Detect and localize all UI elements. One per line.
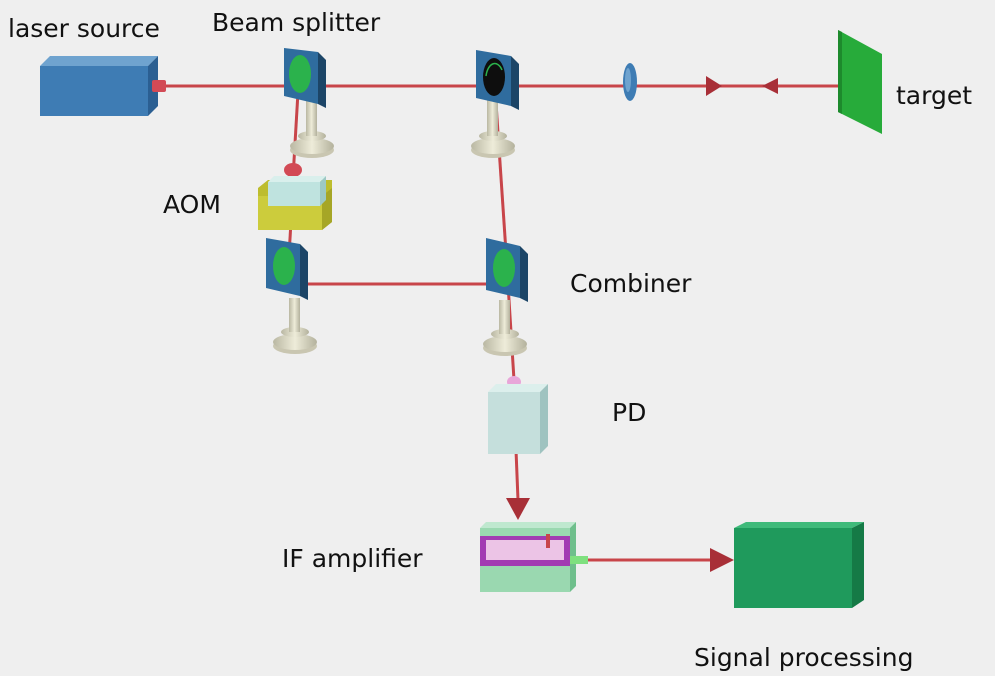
- label-laser-source: laser source: [8, 14, 160, 43]
- lens: [623, 63, 637, 101]
- label-aom: AOM: [163, 190, 221, 219]
- beam-direction-arrows: [706, 76, 778, 96]
- label-signal-processing: Signal processing: [694, 643, 914, 672]
- aom-input-port: [284, 163, 302, 177]
- laser-source: [40, 56, 166, 116]
- label-if-amplifier: IF amplifier: [282, 544, 423, 573]
- label-combiner: Combiner: [570, 269, 692, 298]
- photodetector: [488, 376, 548, 520]
- lower-left-mirror: [266, 238, 317, 354]
- arrow-to-signal-processing: [710, 548, 734, 572]
- laser-aperture: [152, 80, 166, 92]
- aom-device: [258, 163, 332, 230]
- label-pd: PD: [612, 398, 647, 427]
- arrow-returning: [762, 78, 778, 94]
- target-plate: [838, 30, 882, 134]
- if-amplifier: [480, 522, 734, 592]
- label-target: target: [896, 81, 973, 110]
- amplifier-output-port: [570, 556, 588, 564]
- label-beam-splitter: Beam splitter: [212, 8, 381, 37]
- beam-splitter-mirror: [284, 48, 334, 158]
- arrow-outgoing: [706, 76, 722, 96]
- arrow-pd-to-amplifier: [506, 498, 530, 520]
- beam-pd-to-amplifier: [514, 449, 520, 501]
- combiner-mirror: [483, 238, 528, 356]
- signal-processing-unit: [734, 522, 864, 608]
- top-mirror: [471, 50, 519, 158]
